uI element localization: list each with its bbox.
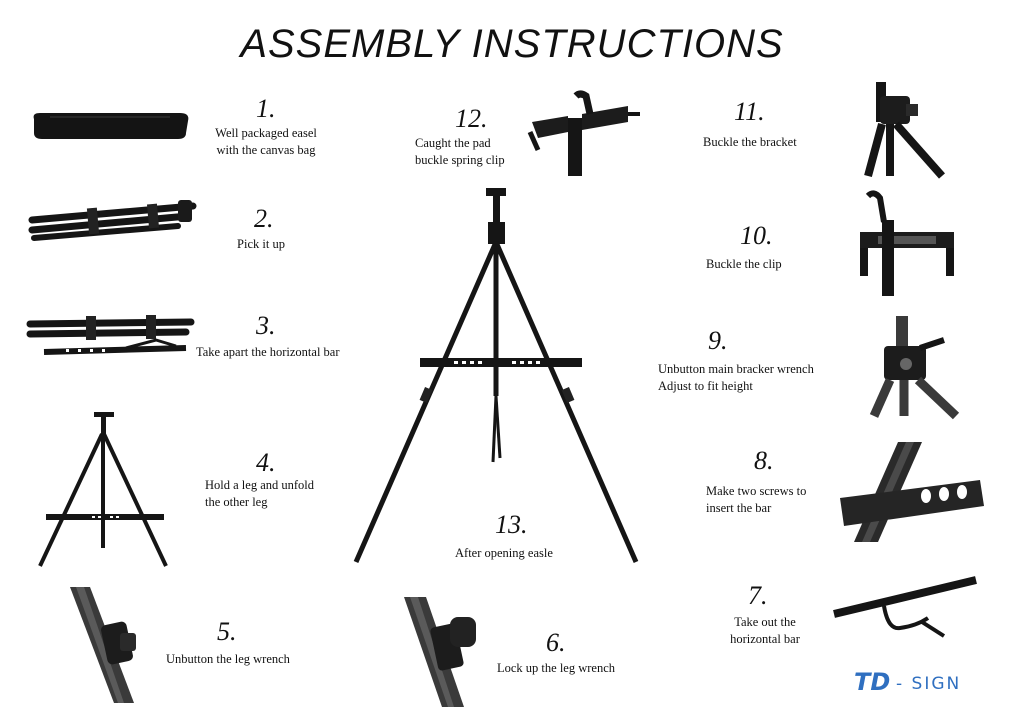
step-8-number: 8.: [754, 446, 774, 475]
step-7-number: 7.: [748, 581, 768, 610]
step-12-caption: Caught the pad buckle spring clip: [415, 136, 505, 167]
step-4-caption: Hold a leg and unfold the other leg: [205, 478, 315, 509]
step-2-number: 2.: [254, 204, 274, 233]
step-5-caption: Unbutton the leg wrench: [166, 652, 290, 666]
step-12-number: 12.: [455, 104, 488, 133]
step-6-illustration: [404, 597, 476, 707]
step-8-caption: Make two screws to insert the bar: [706, 484, 807, 515]
step-10-number: 10.: [740, 221, 773, 250]
step-10-caption: Buckle the clip: [706, 257, 782, 271]
step-6-number: 6.: [546, 628, 566, 657]
step-7-illustration: [833, 576, 977, 638]
step-1-caption: Well packaged easel with the canvas bag: [215, 126, 317, 157]
step-5-illustration: [70, 587, 136, 703]
step-8-illustration: [840, 442, 984, 542]
brand-mark: TD: [854, 668, 891, 696]
step-11-number: 11.: [734, 97, 765, 126]
step-11-illustration: [864, 82, 945, 179]
step-2-illustration: [28, 200, 197, 241]
step-2-caption: Pick it up: [237, 237, 285, 251]
step-1-illustration: [33, 113, 189, 139]
step-4-illustration: [38, 412, 168, 567]
step-10-illustration: [860, 190, 954, 296]
step-7-caption: Take out the horizontal bar: [730, 615, 800, 646]
step-9-number: 9.: [708, 326, 728, 355]
step-3-number: 3.: [256, 311, 276, 340]
step-11-caption: Buckle the bracket: [703, 135, 797, 149]
brand-wordmark: - SIGN: [896, 674, 962, 694]
step-4-number: 4.: [256, 448, 276, 477]
step-1-number: 1.: [256, 94, 276, 123]
step-5-number: 5.: [217, 617, 237, 646]
step-3-caption: Take apart the horizontal bar: [196, 345, 340, 359]
step-6-caption: Lock up the leg wrench: [497, 661, 616, 675]
step-3-illustration: [26, 315, 195, 355]
step-9-caption: Unbutton main bracker wrench Adjust to f…: [658, 362, 814, 393]
page-title: ASSEMBLY INSTRUCTIONS: [240, 22, 784, 66]
step-13-number: 13.: [495, 510, 528, 539]
step-9-illustration: [869, 316, 960, 420]
step-13-illustration: [353, 188, 639, 564]
step-13-caption: After opening easle: [455, 546, 553, 560]
step-12-illustration: [527, 90, 640, 176]
brand-logo: TD - SIGN: [854, 668, 1004, 698]
